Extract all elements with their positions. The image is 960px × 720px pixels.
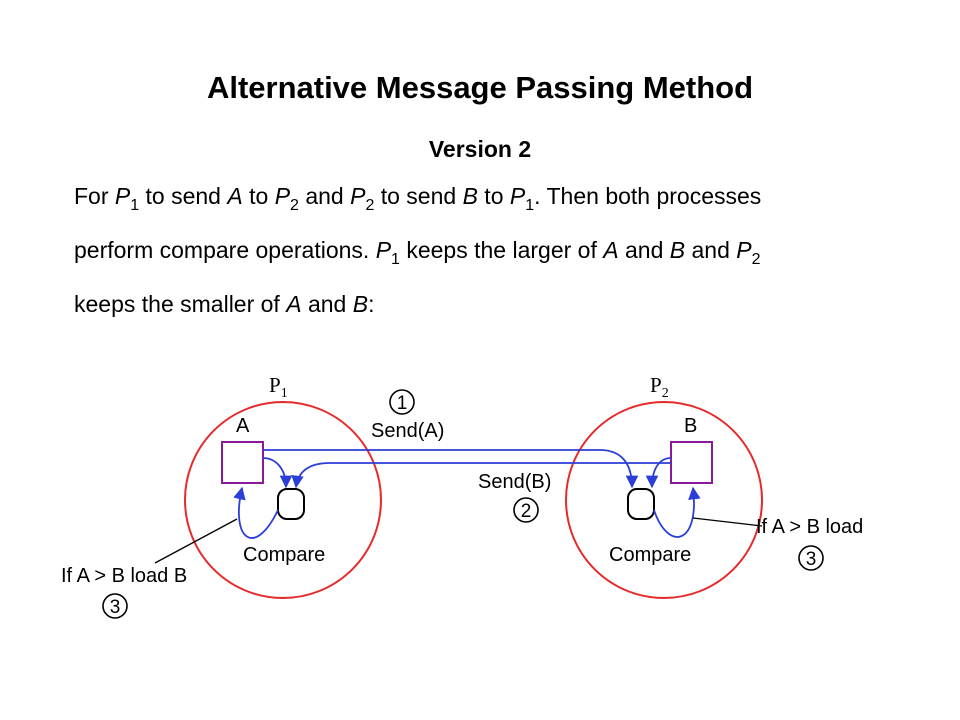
- compare-loop-arrow-p2: [653, 486, 701, 538]
- step-1-number: 1: [397, 393, 408, 414]
- process-p2-box-label: B: [684, 415, 697, 437]
- register-a-box: [221, 441, 264, 484]
- send-a-label: Send(A): [371, 420, 444, 442]
- step-3-number-p2: 3: [806, 549, 817, 570]
- step-3-number-p1: 3: [110, 597, 121, 618]
- process-p2-label: P2: [650, 373, 669, 401]
- send-b-message: Send(B) 2: [291, 462, 671, 523]
- slide-title: Alternative Message Passing Method: [206, 70, 754, 105]
- send-b-arrow: [291, 462, 671, 489]
- note-p2: If A > B load 3: [692, 516, 863, 571]
- step-1-marker: [389, 389, 415, 415]
- compare-node-p1: [277, 488, 305, 520]
- process-p2-boundary: [565, 401, 763, 599]
- process-p1-label: P1: [269, 373, 288, 401]
- arrow-b-to-compare-p2: [645, 457, 672, 489]
- process-p1-boundary: [184, 401, 382, 599]
- process-p1-box-label: A: [236, 415, 250, 437]
- note-p1: If A > B load B 3: [61, 518, 238, 619]
- register-b-box: [670, 441, 713, 484]
- process-p2-compare-label: Compare: [609, 544, 691, 566]
- process-p1: P1 A Compare: [184, 373, 382, 599]
- note-p2-pointer: [692, 517, 763, 527]
- note-p1-text: If A > B load B: [61, 565, 187, 587]
- paragraph-line-3: keeps the smaller of A and B:: [74, 291, 375, 317]
- paragraph-line-1: For P1 to send A to P2 and P2 to send B …: [74, 183, 762, 214]
- note-p1-pointer: [154, 518, 238, 564]
- step-3-marker-p2: [798, 545, 824, 571]
- step-3-marker-p1: [102, 593, 128, 619]
- compare-loop-arrow-p1: [233, 486, 279, 539]
- slide-subtitle: Version 2: [428, 136, 532, 162]
- note-p2-text: If A > B load: [756, 516, 863, 538]
- step-2-number: 2: [521, 501, 532, 522]
- send-a-message: Send(A) 1: [263, 389, 639, 489]
- arrow-a-to-compare-p1: [262, 457, 293, 489]
- compare-node-p2: [627, 488, 655, 520]
- process-p1-compare-label: Compare: [243, 544, 325, 566]
- send-a-arrow: [263, 449, 639, 489]
- send-b-label: Send(B): [478, 471, 551, 493]
- process-p2: P2 B Compare: [565, 373, 763, 599]
- step-2-marker: [513, 497, 539, 523]
- paragraph-line-2: perform compare operations. P1 keeps the…: [74, 237, 761, 268]
